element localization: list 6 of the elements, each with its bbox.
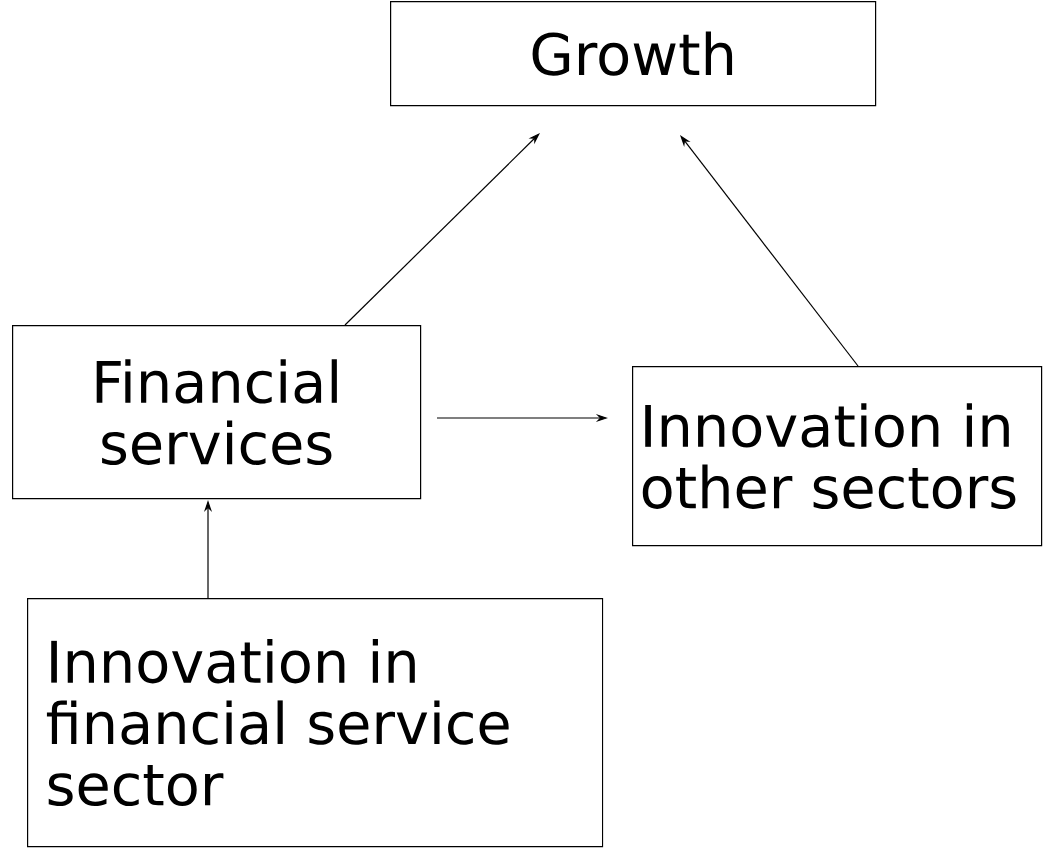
arrow <box>680 135 859 367</box>
process-box: Innovation in financial service sector <box>27 598 604 848</box>
process-box: Financial services <box>12 325 422 500</box>
process-box: Innovation in other sectors <box>632 366 1043 547</box>
process-box: Growth <box>390 1 877 107</box>
arrow <box>344 133 540 326</box>
